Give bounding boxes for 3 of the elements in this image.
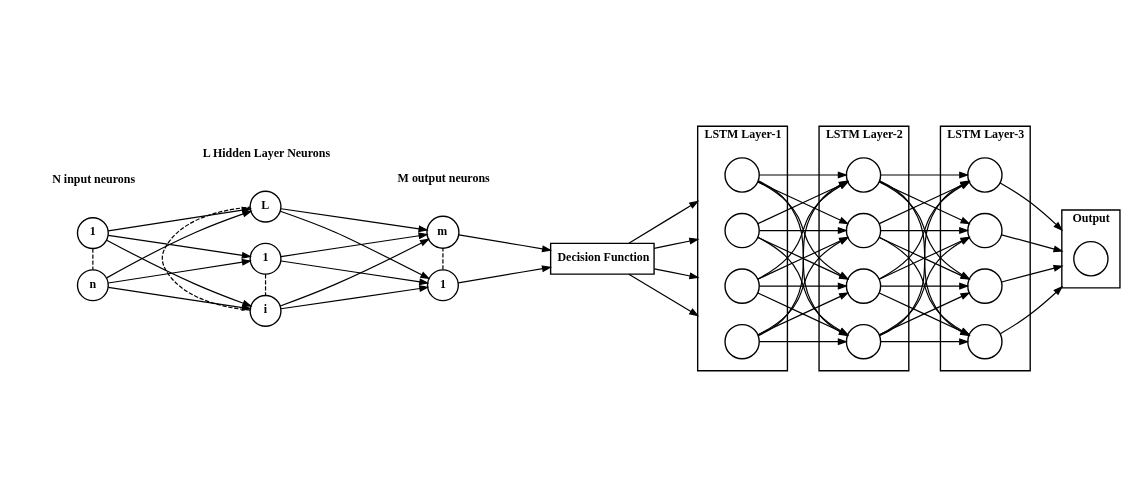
label: L Hidden Layer Neurons bbox=[202, 145, 331, 160]
label: N input neurons bbox=[52, 171, 136, 186]
label: M output neurons bbox=[397, 170, 490, 185]
